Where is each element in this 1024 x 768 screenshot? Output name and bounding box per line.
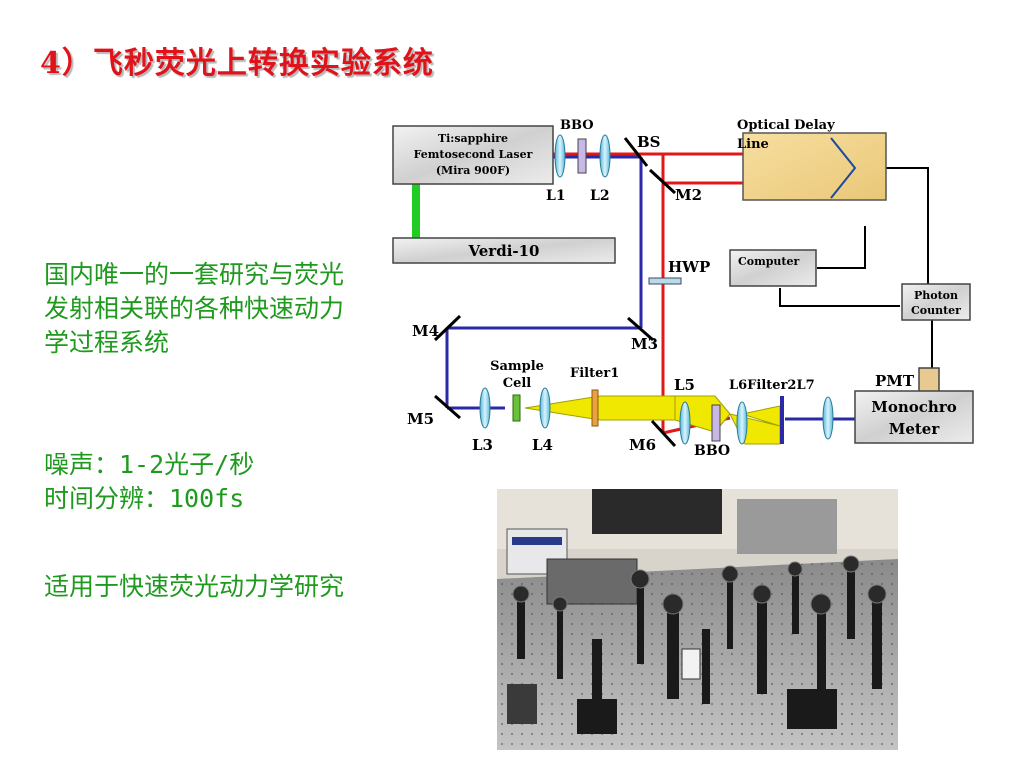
monochromator <box>854 390 974 444</box>
m6-label: M6 <box>629 436 656 454</box>
optical-setup-diagram: Ti:sapphire Femtosecond Laser (Mira 900F… <box>392 118 974 459</box>
sample-label-line1: Sample <box>490 359 544 374</box>
resolution-spec: 时间分辨：100fs <box>44 484 245 513</box>
slide-title: 4）飞秒荧光上转换实验系统 <box>40 46 434 81</box>
lab-setup-photo <box>497 489 898 750</box>
lens-l6 <box>736 401 748 445</box>
laser-label-line1: Ti:sapphire <box>438 132 508 145</box>
mirrors <box>433 137 677 448</box>
delay-label-line2: Line <box>737 137 769 152</box>
lens-l2 <box>599 134 611 178</box>
optical-delay-line <box>742 132 887 201</box>
mirror-m4 <box>433 314 462 342</box>
beam-splitter <box>623 137 649 167</box>
ti-sapphire-laser <box>392 125 554 185</box>
specs: 噪声：1-2光子/秒 时间分辨：100fs <box>44 448 364 516</box>
verdi-pump-laser <box>392 237 616 264</box>
mirror-m6 <box>650 419 677 448</box>
delay-label-line1: Optical Delay <box>737 118 835 133</box>
l6-filter2-l7-label: L6Filter2L7 <box>729 378 815 393</box>
monochromator-label-line2: Meter <box>889 420 941 438</box>
l5-label: L5 <box>674 376 695 394</box>
pump-beam <box>412 183 420 238</box>
l2-label: L2 <box>590 188 610 204</box>
bbo-bottom-label: BBO <box>694 443 730 459</box>
m5-label: M5 <box>407 410 434 428</box>
lens-l1 <box>554 134 566 178</box>
photon-counter <box>901 283 971 321</box>
l1-label: L1 <box>546 188 566 204</box>
photon-counter-label-line2: Counter <box>911 304 961 317</box>
m2-label: M2 <box>675 186 702 204</box>
m4-label: M4 <box>412 322 439 340</box>
pmt <box>918 367 940 394</box>
monochromator-label-line1: Monochro <box>871 398 956 416</box>
mirror-m2 <box>648 168 677 195</box>
lens-l5 <box>679 401 691 445</box>
m3-label: M3 <box>631 335 658 353</box>
verdi-label: Verdi-10 <box>468 242 540 260</box>
system-description: 国内唯一的一套研究与荧光发射相关联的各种快速动力学过程系统 <box>44 260 345 357</box>
bbo-crystal-bottom <box>711 404 721 442</box>
lens-l4 <box>539 387 551 429</box>
filter1-label: Filter1 <box>570 366 619 381</box>
l4-label: L4 <box>532 436 553 454</box>
hwp-label: HWP <box>668 258 710 276</box>
mirror-m3 <box>627 316 654 342</box>
laser-label-line2: Femtosecond Laser <box>414 148 533 161</box>
photon-counter-label-line1: Photon <box>914 289 958 302</box>
sample-label-line2: Cell <box>503 376 532 391</box>
half-wave-plate <box>648 277 682 285</box>
lens-l3 <box>479 387 491 429</box>
bbo-crystal-top <box>577 138 587 174</box>
lens-l7 <box>822 396 834 440</box>
l3-label: L3 <box>472 436 493 454</box>
filter2 <box>780 396 784 444</box>
bbo-top-label: BBO <box>560 118 594 133</box>
lenses <box>479 134 834 445</box>
laser-label-line3: (Mira 900F) <box>436 164 510 177</box>
blue-beam <box>445 155 855 421</box>
computer <box>729 249 817 287</box>
sample-cell <box>512 394 521 422</box>
pmt-label: PMT <box>875 372 915 390</box>
computer-label: Computer <box>738 255 799 268</box>
bs-label: BS <box>637 133 661 151</box>
mirror-m5 <box>434 394 461 420</box>
application-note: 适用于快速荧光动力学研究 <box>44 572 345 601</box>
filter1 <box>591 389 599 427</box>
noise-spec: 噪声：1-2光子/秒 <box>44 450 255 479</box>
